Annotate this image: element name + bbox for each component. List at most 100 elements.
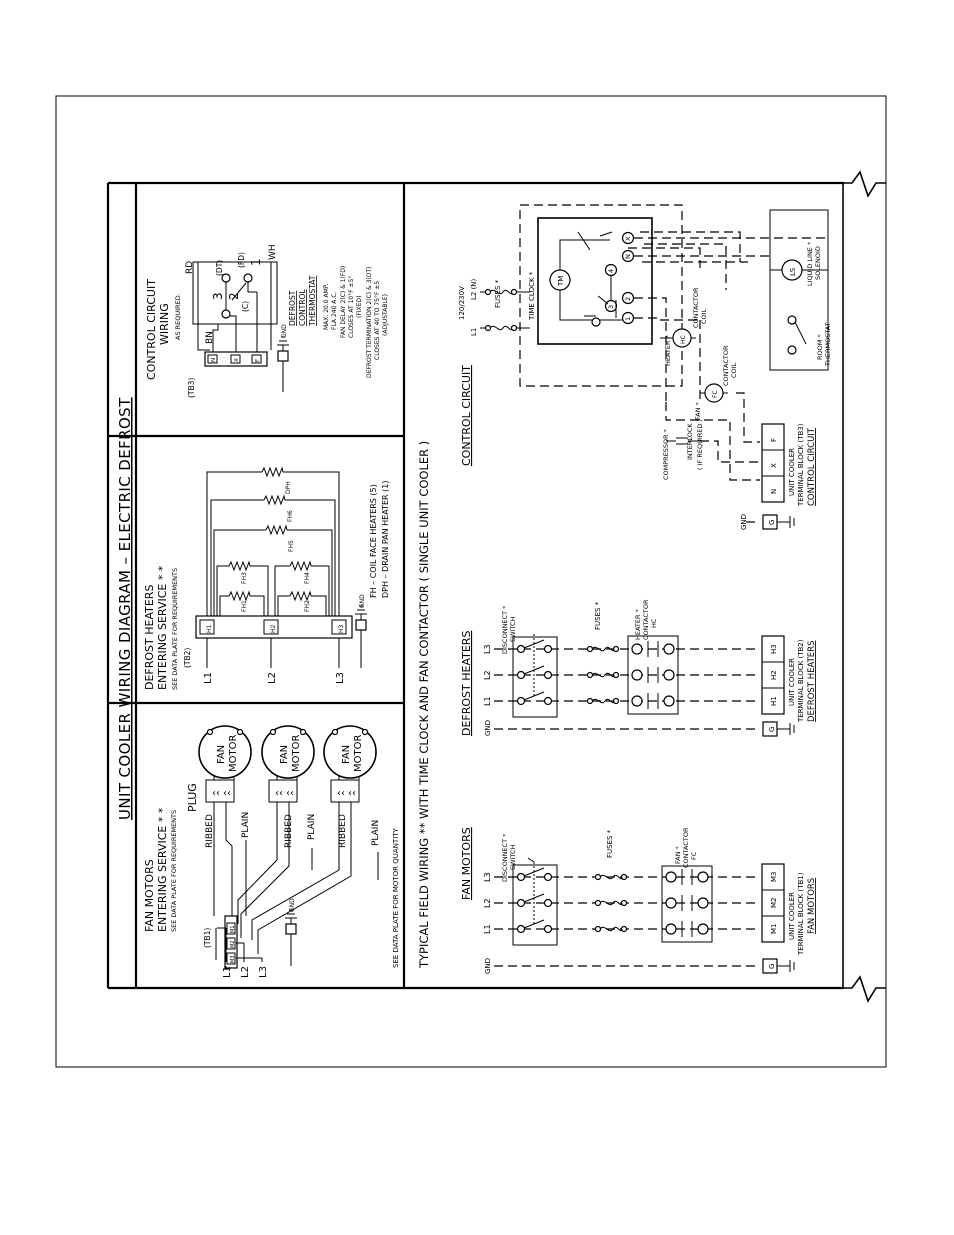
tb3-f: F xyxy=(255,359,261,362)
cc-tb-n: N xyxy=(770,489,778,494)
fm-l2: L2 xyxy=(240,966,251,978)
dhc-tb-3: DEFROST HEATERS xyxy=(807,641,817,722)
cc-ls: LS xyxy=(789,267,797,276)
cp-spec-7: CLOSES AT 40 TO 75°F ±5 xyxy=(374,281,381,360)
fm-plain-3: PLAIN xyxy=(371,820,381,846)
cc-terminal-block xyxy=(761,423,785,503)
cp-gnd: GND xyxy=(281,324,288,338)
fmc-m1: M1 xyxy=(770,924,778,935)
heater-fh1: FH1 xyxy=(241,600,248,612)
cp-contact-1: 1 xyxy=(249,258,263,266)
svg-text:‹‹: ‹‹ xyxy=(337,788,345,799)
fmc-tb-3: FAN MOTORS xyxy=(807,878,817,934)
control-field-circuit: CONTROL CIRCUIT 120/230V L1 L2 (N) FUSES… xyxy=(458,204,832,530)
defrost-thermostat-box xyxy=(192,261,278,325)
cp-thermostat-3: THERMOSTAT xyxy=(308,275,317,327)
cp-note: AS REQUIRED. xyxy=(174,293,182,340)
heater-fh4: FH4 xyxy=(304,572,311,584)
fmc-m2: M2 xyxy=(770,898,778,909)
dhc-h2: H2 xyxy=(770,670,778,680)
fan-motor-1-fan: FAN xyxy=(216,745,227,764)
cp-spec-3: FAN DELAY 2(C) & 1(FD) xyxy=(340,266,347,338)
cp-spec-8: (ADJUSTABLE) xyxy=(382,294,389,336)
fm-plain-1: PLAIN xyxy=(241,812,251,838)
cp-spec-6: DEFROST TERMINATION 2(C) & 3(DT) xyxy=(366,267,373,378)
time-clock-box xyxy=(537,217,653,345)
cp-thermostat-1: DEFROST xyxy=(288,290,297,326)
cc-title: CONTROL CIRCUIT xyxy=(460,365,473,466)
dhc-disconnect-switch xyxy=(512,636,558,718)
fm-tb-label: (TB1) xyxy=(203,928,212,948)
fm-gnd-box xyxy=(285,923,297,935)
cc-rc-2: THERMOSTAT xyxy=(824,322,832,367)
control-wiring-panel: CONTROL CIRCUIT WIRING AS REQUIRED. (TB3… xyxy=(145,244,389,398)
fan-motor-2-motor: MOTOR xyxy=(291,735,302,772)
break-symbol-bottom xyxy=(842,975,886,1003)
cp-spec-1: MAX. 20.0 AMP. xyxy=(323,284,330,330)
cc-gnd: GND xyxy=(740,514,748,530)
cc-rc-1: ROOM * xyxy=(816,334,824,360)
dhc-heater-contactor xyxy=(627,635,679,715)
cp-thermostat-2: CONTROL xyxy=(298,289,307,326)
dh-l1: L1 xyxy=(203,672,214,684)
defrost-heaters-field-circuit: DEFROST HEATERS GND L1 L2 L3 DISCONNECT … xyxy=(460,599,817,737)
fmc-l2: L2 xyxy=(483,898,492,908)
fmc-fuses: FUSES * xyxy=(606,829,614,858)
tb2-h3: H3 xyxy=(338,624,345,633)
dhc-l2: L2 xyxy=(483,670,492,680)
dhc-h1: H1 xyxy=(770,696,778,706)
cp-spec-5: (FIXED) xyxy=(356,296,363,318)
fm-l1: L1 xyxy=(222,966,233,978)
tb2-h1: H1 xyxy=(206,624,213,633)
fm-plug-label: PLUG xyxy=(186,783,199,812)
cc-tb-1: UNIT COOLER xyxy=(788,448,796,496)
cc-compressor-1: COMPRESSOR * xyxy=(662,428,670,480)
fan-motor-3-fan: FAN xyxy=(341,745,352,764)
dh-l3: L3 xyxy=(335,672,346,684)
fm-footnote: SEE DATA PLATE FOR MOTOR QUANTITY xyxy=(392,827,400,968)
svg-text:‹‹: ‹‹ xyxy=(223,788,231,799)
fmc-contactor-1: FAN * xyxy=(674,845,682,864)
tb1-m1: M1 xyxy=(230,926,236,934)
fmc-g: G xyxy=(768,964,776,969)
dhc-h3: H3 xyxy=(770,644,778,654)
dh-gnd: GND xyxy=(359,594,366,608)
dhc-gnd: GND xyxy=(484,720,492,736)
dh-legend-2: DPH – DRAIN PAN HEATER (1) xyxy=(381,481,390,598)
cp-heading-2: WIRING xyxy=(158,303,171,345)
svg-text:‹‹: ‹‹ xyxy=(275,788,283,799)
dhc-disconnect-1: DISCONNECT * xyxy=(501,605,509,654)
dh-tb-label: (TB2) xyxy=(183,648,192,668)
heater-fh3: FH3 xyxy=(241,572,248,584)
cp-wire-wh: WH xyxy=(268,244,278,260)
clock-terminal-1 xyxy=(621,311,635,325)
fm-heading-1: FAN MOTORS xyxy=(143,859,156,932)
cc-heater-3: COIL xyxy=(700,308,708,324)
cc-tb-2: TERMINAL BLOCK (TB3) xyxy=(797,423,805,507)
cc-l2: L2 (N) xyxy=(470,278,478,300)
dh-note: SEE DATA PLATE FOR REQUIREMENTS xyxy=(171,568,179,690)
cc-voltage: 120/230V xyxy=(458,286,466,320)
svg-text:‹‹: ‹‹ xyxy=(348,788,356,799)
cp-wire-rd: RD xyxy=(185,261,195,274)
dh-legend-1: FH – COIL FACE HEATERS (5) xyxy=(369,484,378,598)
dhc-l1: L1 xyxy=(483,696,492,706)
fmc-tb-2: TERMINAL BLOCK (TB1) xyxy=(797,872,805,956)
cp-label-fd: (FD) xyxy=(237,252,246,268)
cc-heater-2: CONTACTOR xyxy=(692,287,700,328)
fan-motor-3 xyxy=(323,725,377,779)
fan-motor-1 xyxy=(198,725,252,779)
dhc-terminal-block xyxy=(761,635,785,715)
fmc-title: FAN MOTORS xyxy=(460,827,473,900)
cc-clock-t2: 2 xyxy=(624,297,632,301)
cp-label-dt: (DT) xyxy=(215,260,224,276)
break-symbol-top xyxy=(842,170,886,198)
fan-motor-1-motor: MOTOR xyxy=(228,735,239,772)
cc-l1: L1 xyxy=(470,328,478,336)
dhc-title: DEFROST HEATERS xyxy=(460,631,473,736)
fmc-disconnect-2: SWITCH xyxy=(509,844,517,870)
dhc-l3: L3 xyxy=(483,644,492,654)
fmc-l3: L3 xyxy=(483,872,492,882)
tb1-m3: M3 xyxy=(230,956,236,964)
defrost-heaters-panel: DEFROST HEATERS ENTERING SERVICE * * SEE… xyxy=(143,466,390,690)
